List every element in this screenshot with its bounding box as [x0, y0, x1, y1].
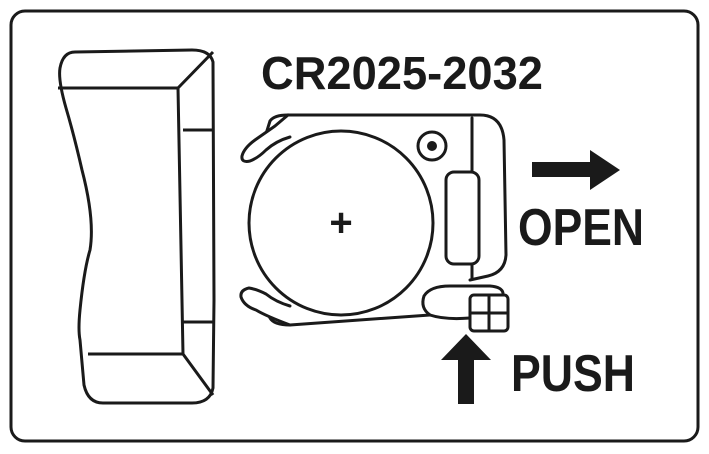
push-button: [468, 293, 510, 333]
open-label: OPEN: [518, 199, 644, 257]
plus-icon: +: [329, 201, 352, 245]
key-fob-body: [58, 48, 216, 405]
model-title: CR2025-2032: [261, 47, 543, 99]
push-label: PUSH: [511, 345, 635, 403]
arrow-right-icon: [532, 150, 620, 190]
coin-battery: +: [247, 129, 435, 317]
arrow-up-icon: [441, 334, 491, 404]
